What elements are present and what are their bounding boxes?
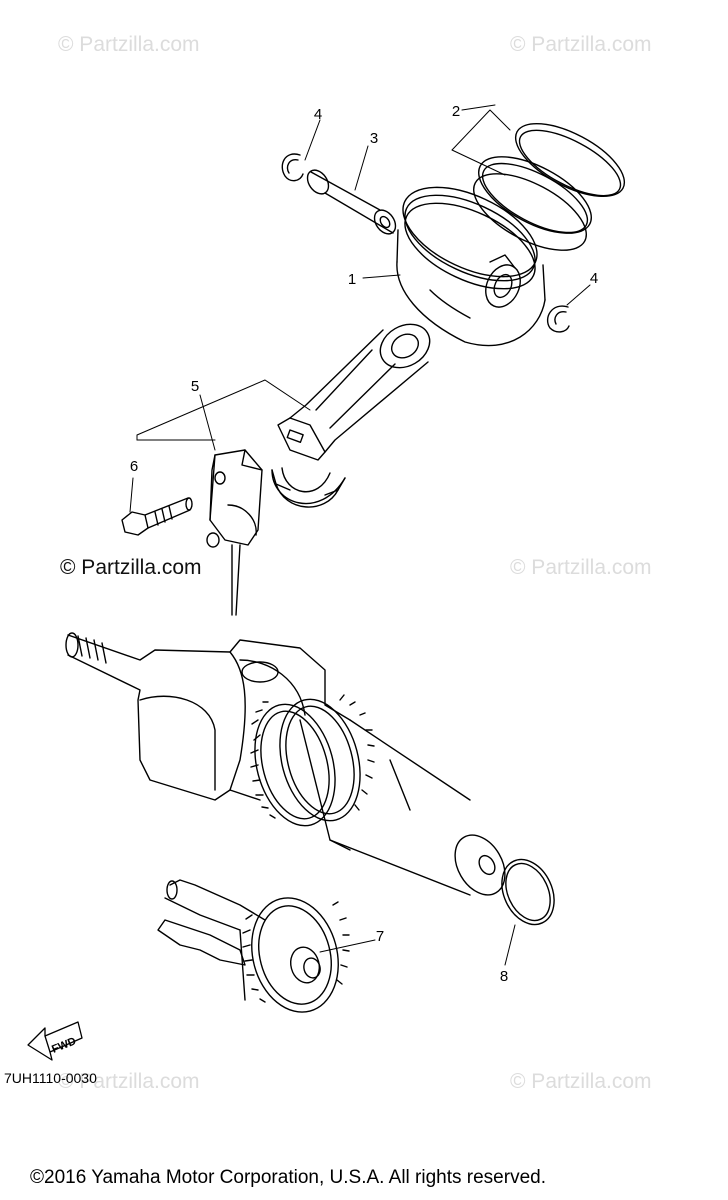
- callout-7: 7: [375, 928, 385, 945]
- callout-4-right: 4: [589, 270, 599, 287]
- watermark-bottom-right: © Partzilla.com: [510, 1070, 652, 1093]
- crankshaft-gears: [242, 690, 374, 834]
- crankshaft: [66, 633, 515, 904]
- leader-lines: [130, 105, 590, 965]
- watermark-top-right: © Partzilla.com: [510, 33, 652, 56]
- callout-3: 3: [369, 130, 379, 147]
- copyright-notice: ©2016 Yamaha Motor Corporation, U.S.A. A…: [30, 1167, 546, 1188]
- watermark-top-left: © Partzilla.com: [58, 33, 200, 56]
- callout-2: 2: [451, 103, 461, 120]
- piston-pin-clip-left: [282, 154, 303, 181]
- watermark-middle-right: © Partzilla.com: [510, 556, 652, 579]
- callout-8: 8: [499, 968, 509, 985]
- fwd-label: FWD: [50, 1035, 78, 1056]
- fwd-arrow-icon: [28, 1022, 82, 1060]
- piston: [390, 169, 551, 346]
- balancer-shaft: [158, 880, 351, 1022]
- piston-rings: [462, 109, 635, 266]
- watermark-middle-left: © Partzilla.com: [60, 556, 202, 579]
- connecting-rod: [272, 316, 438, 507]
- callout-4-left: 4: [313, 106, 323, 123]
- connecting-rod-cap: [207, 450, 262, 615]
- connecting-rod-bolt: [122, 498, 192, 535]
- watermark-bottom-left: © Partzilla.com: [58, 1070, 200, 1093]
- piston-pin-clip-right: [548, 306, 569, 332]
- callout-6: 6: [129, 458, 139, 475]
- diagram-code: 7UH1110-0030: [4, 1070, 97, 1086]
- piston-pin: [303, 166, 400, 238]
- callout-1: 1: [347, 271, 357, 288]
- o-ring: [492, 851, 564, 933]
- callout-5: 5: [190, 378, 200, 395]
